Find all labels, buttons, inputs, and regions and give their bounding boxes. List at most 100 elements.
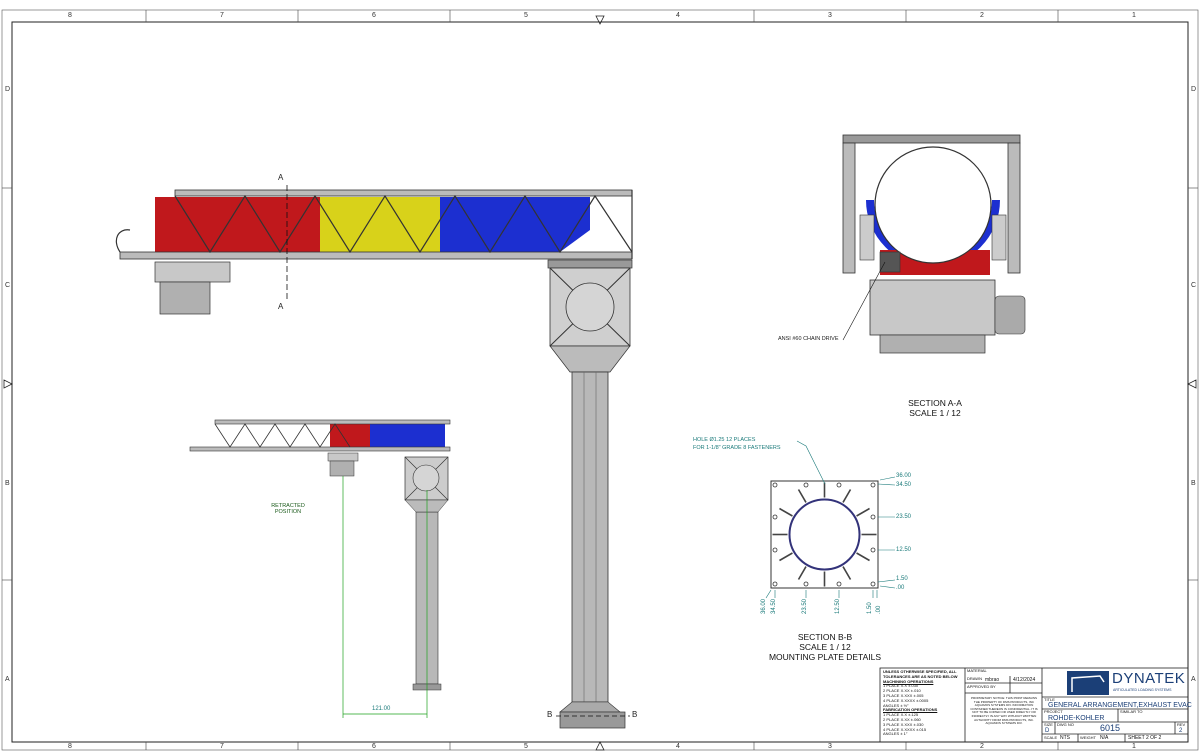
zone-row-b-right: B [1191,480,1196,487]
machining-tol: 2 PLACE X.XX ±.010 [883,688,921,694]
revision: 2 [1179,727,1183,734]
plate-dim-bottom: 12.50 [835,598,841,614]
proprietary-notice: PROPRIETARY NOTICE: THIS PRINT REMAINS T… [970,696,1038,726]
title-block-frame [879,667,1189,743]
zone-col-5-bottom: 5 [524,743,528,750]
plate-dim-right: 36.00 [896,473,912,479]
section-bb-title: SECTION B-B [797,632,853,642]
zone-col-1: 1 [1132,12,1136,19]
zone-col-6-bottom: 6 [372,743,376,750]
company-tagline: ARTICULATED LOADING SYSTEMS [1113,688,1172,692]
bolt-hole [836,581,842,587]
fabrication-tol: 1 PLACE X.X ±.125 [883,712,919,718]
center-marks [3,15,1197,751]
approved-label: APPROVED BY [967,684,996,689]
bolt-hole [870,581,876,587]
bolt-hole [772,547,778,553]
zone-col-1-bottom: 1 [1132,743,1136,750]
sheet-number: SHEET 2 OF 2 [1128,734,1162,741]
title-label: TITLE [1044,696,1055,702]
plate-dim-bottom: .00 [876,605,882,614]
bolt-hole [803,581,809,587]
material-label: MATERIAL [967,668,987,673]
zone-row-d-right: D [1191,86,1197,93]
drawing-number: 6015 [1100,723,1121,733]
scale-value: NTS [1060,734,1070,741]
dynatek-logo [1067,671,1109,695]
plate-dim-bottom: 36.00 [761,598,767,614]
section-bb-view [765,440,896,599]
section-marker-a-top: A [278,173,284,182]
size-value: D [1045,727,1050,734]
chain-drive-label: ANSI #60 CHAIN DRIVE [778,336,839,342]
machining-header: MACHINING OPERATIONS [883,678,934,684]
main-elevation-view [115,185,633,729]
zone-col-3-bottom: 3 [828,743,832,750]
bolt-hole [772,482,778,488]
scale-label: SCALE [1044,735,1058,740]
zone-col-6: 6 [372,12,376,19]
drawn-label: DRAWN [967,676,982,681]
gusset-rib [842,489,852,503]
company-name: DYNATEK [1112,670,1186,687]
plate-dim-right: .00 [896,585,905,591]
zone-col-5: 5 [524,12,528,19]
plate-dim-bottom: 23.50 [802,598,808,614]
section-aa-title: SECTION A-A [908,398,962,408]
drawn-by: mbrao [985,677,1000,683]
tolerance-block: UNLESS OTHERWISE SPECIFIED, ALL TOLERANC… [883,669,963,737]
zone-col-2-bottom: 2 [980,743,984,750]
retracted-view [189,419,451,718]
bolt-hole [870,482,876,488]
plate-dim-right: 12.50 [896,547,912,553]
weight-label: WEIGHT [1080,735,1096,740]
zone-ticks [2,10,1198,750]
fabrication-tol: 3 PLACE X.XXX ±.030 [883,721,924,727]
bolt-hole [870,547,876,553]
zone-row-b: B [5,480,10,487]
zone-col-7: 7 [220,12,224,19]
weight-value: N/A [1100,734,1109,741]
zone-col-8-bottom: 8 [68,743,72,750]
size-label: SIZE [1044,722,1053,727]
bolt-hole [772,514,778,520]
plate-dim-bottom: 34.50 [771,598,777,614]
gusset-rib [797,489,807,503]
section-bb-subtitle: MOUNTING PLATE DETAILS [768,652,882,663]
bolt-hole [836,482,842,488]
section-marker-a-bottom: A [278,302,284,311]
drawn-date: 4/12/2024 [1013,677,1036,683]
section-aa-scale: SCALE 1 / 12 [909,408,961,419]
gusset-rib [856,552,870,562]
section-aa-caption: SECTION A-A SCALE 1 / 12 [890,398,980,418]
hole-note-line2: FOR 1-1/8" GRADE 8 FASTENERS [693,444,781,451]
fabrication-tol: ANGLES ± 1° [883,731,908,737]
gusset-rib [797,566,807,580]
section-bb-caption: SECTION B-B SCALE 1 / 12 MOUNTING PLATE … [760,632,890,663]
plate-dim-bottom: 1.50 [867,602,873,614]
zone-col-7-bottom: 7 [220,743,224,750]
rev-label: REV [1177,722,1186,727]
section-aa-view [842,134,1026,354]
tolerance-header: UNLESS OTHERWISE SPECIFIED, ALL TOLERANC… [883,669,958,679]
machining-tol: ANGLES ± ½° [883,702,909,708]
drawing-title: GENERAL ARRANGEMENT,EXHAUST EVAC [1048,702,1192,709]
zone-col-4-bottom: 4 [676,743,680,750]
zone-row-d: D [5,86,11,93]
similar-to-label: SIMILAR TO [1120,709,1143,714]
plate-dim-right: 1.50 [896,576,908,582]
machining-tol: 3 PLACE X.XXX ±.005 [883,692,924,698]
plate-dim-right: 23.50 [896,514,912,520]
hole-note: HOLE Ø1.25 12 PLACES FOR 1-1/8" GRADE 8 … [693,437,781,452]
fabrication-header: FABRICATION OPERATIONS [883,707,938,713]
section-marker-b-left: B [547,710,553,719]
gusset-rib [779,507,793,517]
retracted-position-label: RETRACTED POSITION [271,503,305,516]
fabrication-tol: 2 PLACE X.XX ±.060 [883,716,921,722]
gusset-rib [856,507,870,517]
gusset-rib [779,552,793,562]
zone-col-4: 4 [676,12,680,19]
bolt-hole [803,482,809,488]
zone-row-c-right: C [1191,282,1197,289]
